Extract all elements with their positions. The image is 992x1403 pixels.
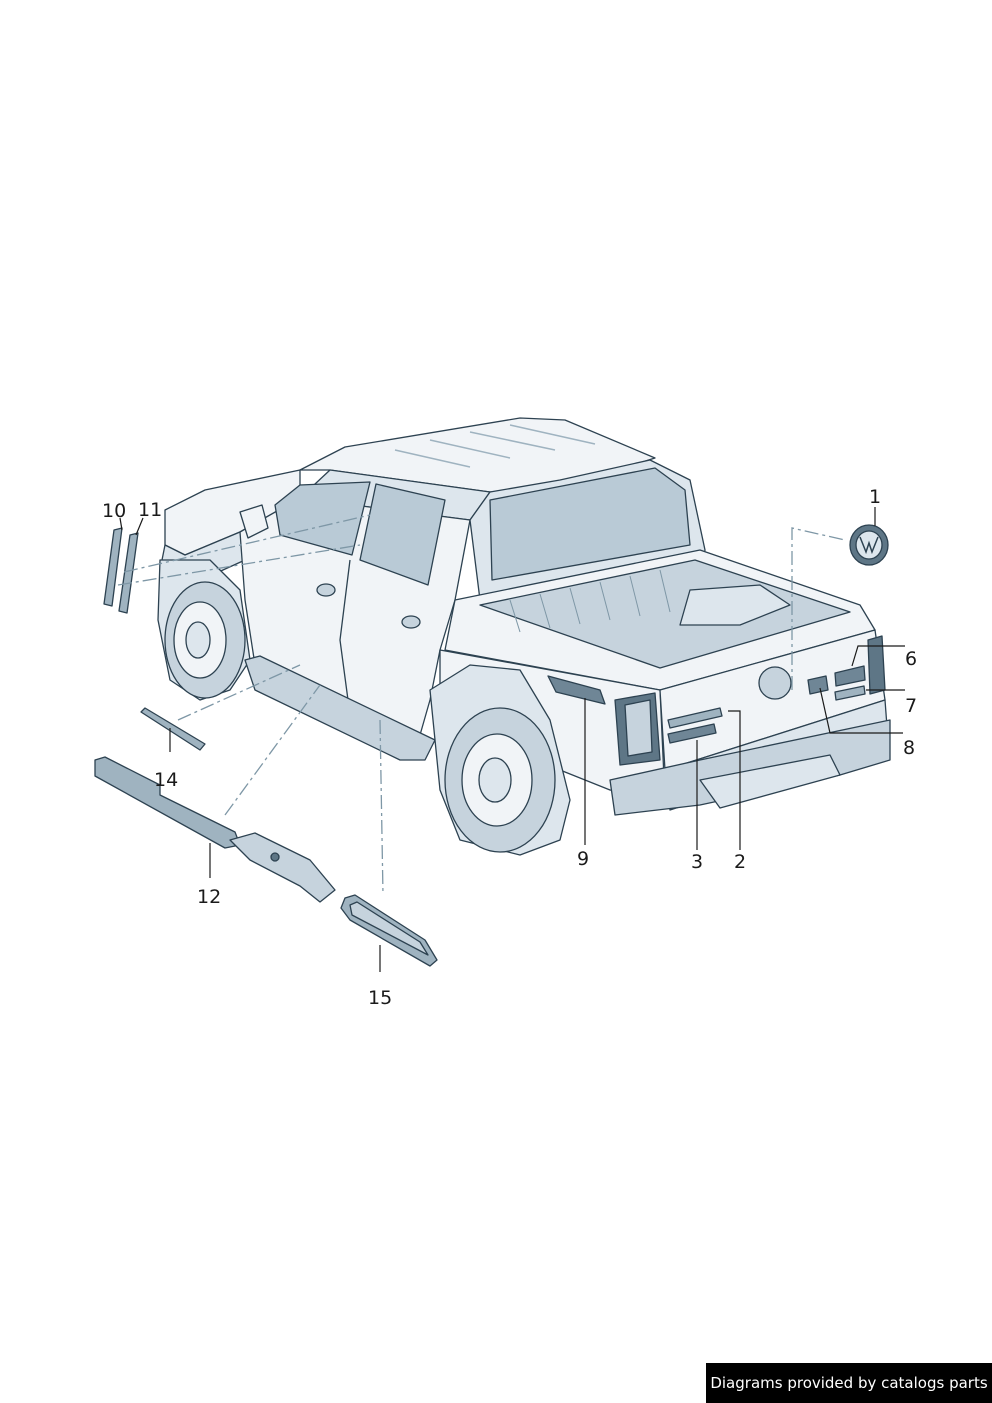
callout-15: 15 xyxy=(368,987,392,1009)
callout-leader-lines xyxy=(119,507,905,972)
tailgate-badge-upper xyxy=(667,707,723,729)
sill-plate-long-part xyxy=(94,756,336,903)
callout-9: 9 xyxy=(577,848,589,870)
door-strip-11 xyxy=(118,532,139,614)
tailgate-badge-lower xyxy=(667,723,717,744)
dashed-reference-lines xyxy=(117,514,846,896)
sill-plate-short-part xyxy=(340,894,438,967)
callout-1: 1 xyxy=(869,486,881,508)
callout-12: 12 xyxy=(197,886,221,908)
rear-badge-8 xyxy=(807,675,829,695)
callout-11: 11 xyxy=(138,499,162,521)
callout-14: 14 xyxy=(154,769,178,791)
callout-6: 6 xyxy=(905,648,917,670)
rear-badge-7 xyxy=(834,685,866,701)
footer-credit-text: Diagrams provided by catalogs parts xyxy=(710,1374,988,1392)
rear-badge-6 xyxy=(834,665,866,687)
callout-8: 8 xyxy=(903,737,915,759)
footer-credit-badge: Diagrams provided by catalogs parts xyxy=(706,1363,992,1403)
callout-2: 2 xyxy=(734,851,746,873)
callout-3: 3 xyxy=(691,851,703,873)
pickup-truck-illustration xyxy=(157,417,891,856)
door-strip-10 xyxy=(103,527,123,607)
side-decal-part xyxy=(547,675,606,705)
callout-labels: 1 2 3 6 7 8 9 10 11 12 14 15 xyxy=(102,486,917,1009)
callout-7: 7 xyxy=(905,695,917,717)
callout-10: 10 xyxy=(102,500,126,522)
vw-emblem-part xyxy=(849,524,889,566)
sill-strip-part xyxy=(140,707,206,751)
